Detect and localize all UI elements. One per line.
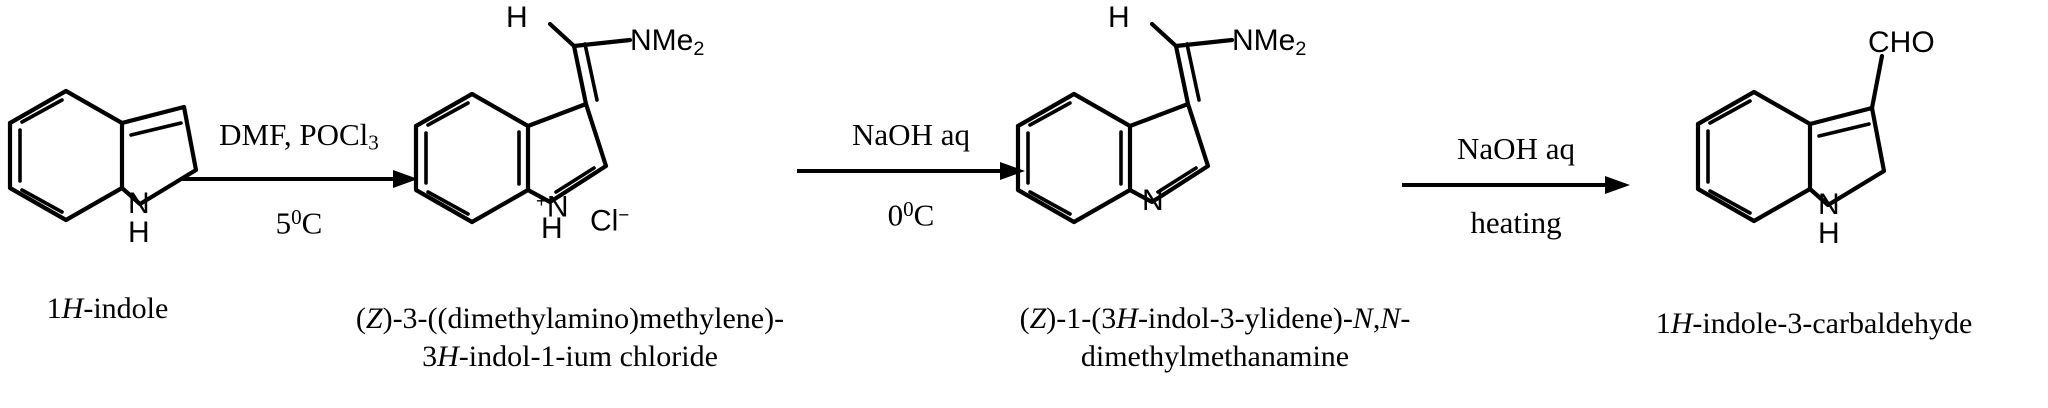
caption-seg: - <box>1400 302 1411 335</box>
caption-indole: 1H-indole <box>0 290 215 328</box>
ylidene-skeleton <box>1015 21 1235 225</box>
indolium-skeleton <box>413 21 633 225</box>
charge-plus: + <box>536 190 547 211</box>
arrow-2-conditions: 00C <box>887 197 935 233</box>
caption-indol-3-ylidene-methanamine: (Z)-1-(3H-indol-3-ylidene)-N,N- dimethyl… <box>935 300 1495 376</box>
carbaldehyde-skeleton <box>1695 53 1887 224</box>
structure-indole-3-carbaldehyde: CHO N H <box>1690 28 1950 255</box>
atom-label-indole-h: H <box>128 216 150 249</box>
structure-indol-3-ylidene-methanamine: H NMe2 N <box>1010 1 1310 244</box>
arrow-1-line <box>178 168 420 190</box>
caption-seg: ( <box>355 302 366 335</box>
caption-seg-italic: H <box>437 340 459 373</box>
indole-skeleton <box>7 88 199 223</box>
caption-line: dimethylmethanamine <box>935 338 1495 376</box>
atom-label-chloride: Cl− <box>590 204 630 238</box>
atom-label-ylidene-n: N <box>1142 184 1164 217</box>
caption-line: 3H-indol-1-ium chloride <box>285 338 855 376</box>
caption-seg-italic: Z <box>1029 302 1047 335</box>
arrow-1-reagents: DMF, POCl3 <box>219 117 379 155</box>
caption-line: 1H-indole <box>0 290 215 328</box>
atom-label-indolium-n: +N <box>536 190 569 224</box>
caption-seg: )-3-((dimethylamino)methylene)- <box>382 302 785 335</box>
structure-indolium-chloride: H NMe2 +N H Cl− <box>408 1 708 245</box>
caption-line: (Z)-1-(3H-indol-3-ylidene)-N,N- <box>935 300 1495 338</box>
caption-seg: 3 <box>422 340 438 373</box>
caption-seg-italic: N <box>1380 302 1401 335</box>
atom-label-indole-n: N <box>128 187 150 220</box>
caption-seg: )-1-(3 <box>1046 302 1117 335</box>
caption-seg-italic: H <box>61 292 84 325</box>
caption-seg-italic: N <box>1352 302 1373 335</box>
caption-seg: , <box>1372 302 1381 335</box>
caption-line: (Z)-3-((dimethylamino)methylene)- <box>285 300 855 338</box>
arrow-3-line <box>1400 174 1632 196</box>
caption-seg: -indol-3-ylidene)- <box>1137 302 1353 335</box>
arrow-2-line <box>795 160 1027 182</box>
caption-seg: -indol-1-ium chloride <box>458 340 718 373</box>
caption-seg: 1 <box>1655 307 1671 340</box>
atom-label-cho: CHO <box>1868 26 1935 59</box>
atom-label-indolium-nh: H <box>541 212 563 245</box>
atom-label-nme2-2: NMe2 <box>630 24 705 60</box>
caption-seg: -indole <box>83 292 169 325</box>
atom-label-carbaldehyde-h: H <box>1818 217 1840 250</box>
reaction-arrow-3: NaOH aq heating <box>1400 132 1632 240</box>
reaction-arrow-2: NaOH aq 00C <box>795 118 1027 232</box>
caption-seg: ( <box>1019 302 1030 335</box>
caption-indolium-chloride: (Z)-3-((dimethylamino)methylene)- 3H-ind… <box>285 300 855 376</box>
atom-label-carbaldehyde-n: N <box>1818 188 1840 221</box>
atom-label-vinyl-h-2: H <box>506 1 528 34</box>
caption-seg: dimethylmethanamine <box>1080 340 1350 373</box>
caption-indole-3-carbaldehyde: 1H-indole-3-carbaldehyde <box>1580 305 2048 343</box>
arrow-3-conditions: heating <box>1470 205 1562 240</box>
charge-minus: − <box>618 204 630 225</box>
caption-seg-italic: H <box>1670 307 1693 340</box>
caption-seg: -indole-3-carbaldehyde <box>1692 307 1973 340</box>
caption-seg-italic: H <box>1116 302 1138 335</box>
atom-label-nme2-3: NMe2 <box>1232 24 1307 60</box>
caption-line: 1H-indole-3-carbaldehyde <box>1580 305 2048 343</box>
caption-seg-italic: Z <box>365 302 383 335</box>
arrow-3-reagents: NaOH aq <box>1457 131 1575 166</box>
arrow-2-reagents: NaOH aq <box>852 117 970 152</box>
atom-label-vinyl-h-3: H <box>1108 1 1130 34</box>
arrow-1-conditions: 50C <box>275 204 323 241</box>
reaction-arrow-1: DMF, POCl3 50C <box>178 118 420 240</box>
structure-indole: N H <box>0 78 210 248</box>
caption-seg: 1 <box>46 292 62 325</box>
